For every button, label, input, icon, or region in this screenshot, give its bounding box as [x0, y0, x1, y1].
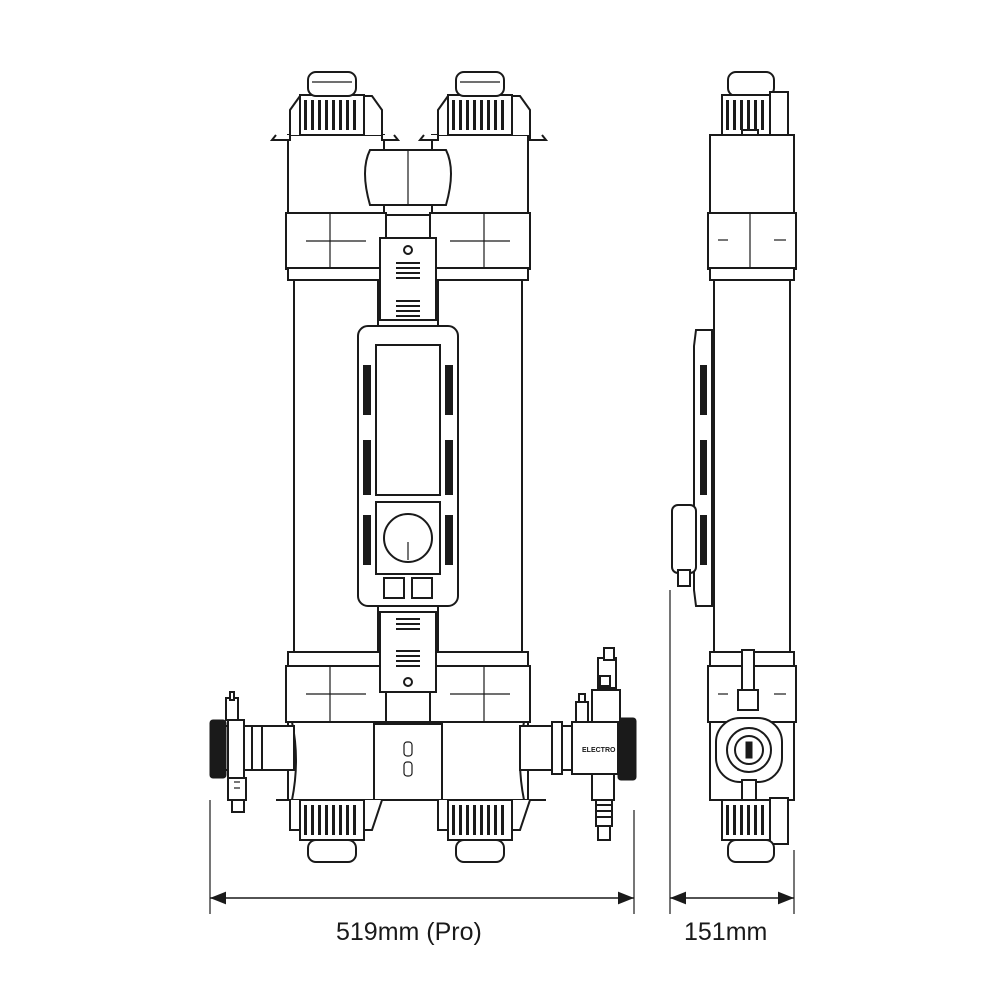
front-view: ELECTRO [209, 71, 637, 863]
side-upper-collar [707, 212, 797, 270]
side-top-clamp [769, 91, 789, 139]
side-upper-housing [709, 134, 795, 214]
brand-logo: ELECTRO [582, 747, 616, 754]
left-lower-ring [287, 651, 385, 667]
side-view [671, 71, 797, 863]
side-cable-gland [671, 504, 697, 574]
left-bottom-cap [276, 799, 398, 863]
left-upper-ring [287, 267, 385, 281]
right-union-nut [617, 717, 637, 781]
side-quartz-tube [713, 279, 791, 653]
cable-gland [383, 513, 433, 563]
depth-dimension-label: 151mm [684, 918, 768, 946]
width-dimension-label: 519mm (Pro) [336, 918, 482, 946]
control-box [357, 325, 459, 607]
right-upper-ring [431, 267, 529, 281]
left-inlet-fitting [209, 691, 295, 813]
right-bottom-cap [424, 799, 546, 863]
dimension-width [209, 800, 635, 914]
right-outlet-fitting: ELECTRO [519, 647, 637, 841]
dimension-depth [669, 590, 795, 914]
right-lower-ring [431, 651, 529, 667]
control-box-label-area [375, 344, 441, 496]
right-top-cap [417, 71, 549, 141]
left-top-cap [269, 71, 401, 141]
left-union-nut [209, 719, 227, 779]
